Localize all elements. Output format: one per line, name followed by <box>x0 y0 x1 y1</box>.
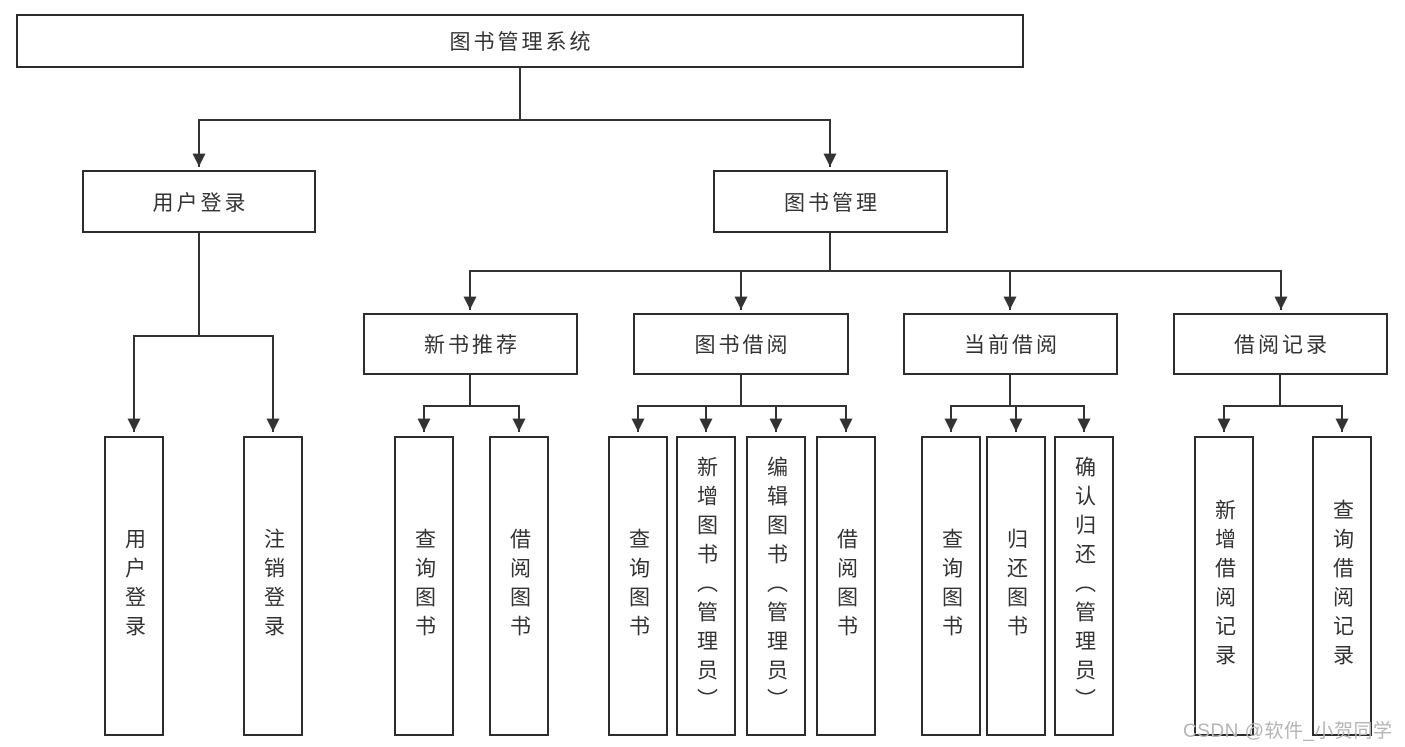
node-current-borrowing: 当前借阅 <box>903 313 1118 375</box>
leaf-records-query-record: 查询借阅记录 <box>1312 436 1372 736</box>
leaf-current-return-books: 归还图书 <box>986 436 1046 736</box>
leaf-current-confirm-return-admin: 确认归还（管理员） <box>1054 436 1114 736</box>
node-book-borrowing: 图书借阅 <box>633 313 849 375</box>
leaf-borrowing-edit-books-admin: 编辑图书（管理员） <box>746 436 806 736</box>
leaf-newrec-query-books: 查询图书 <box>394 436 454 736</box>
node-borrowing-records: 借阅记录 <box>1173 313 1388 375</box>
node-book-management: 图书管理 <box>713 170 948 233</box>
node-root: 图书管理系统 <box>16 14 1024 68</box>
leaf-newrec-borrow-books: 借阅图书 <box>489 436 549 736</box>
leaf-current-query-books: 查询图书 <box>921 436 981 736</box>
leaf-logout: 注销登录 <box>243 436 303 736</box>
csdn-watermark: CSDN @软件_小贺同学 <box>1183 721 1393 742</box>
leaf-borrowing-query-books: 查询图书 <box>608 436 668 736</box>
leaf-borrowing-borrow-books: 借阅图书 <box>816 436 876 736</box>
node-new-book-recommendation: 新书推荐 <box>363 313 578 375</box>
node-user-login: 用户登录 <box>82 170 316 233</box>
leaf-borrowing-add-books-admin: 新增图书（管理员） <box>676 436 736 736</box>
leaf-user-login: 用户登录 <box>104 436 164 736</box>
leaf-records-add-record: 新增借阅记录 <box>1194 436 1254 736</box>
